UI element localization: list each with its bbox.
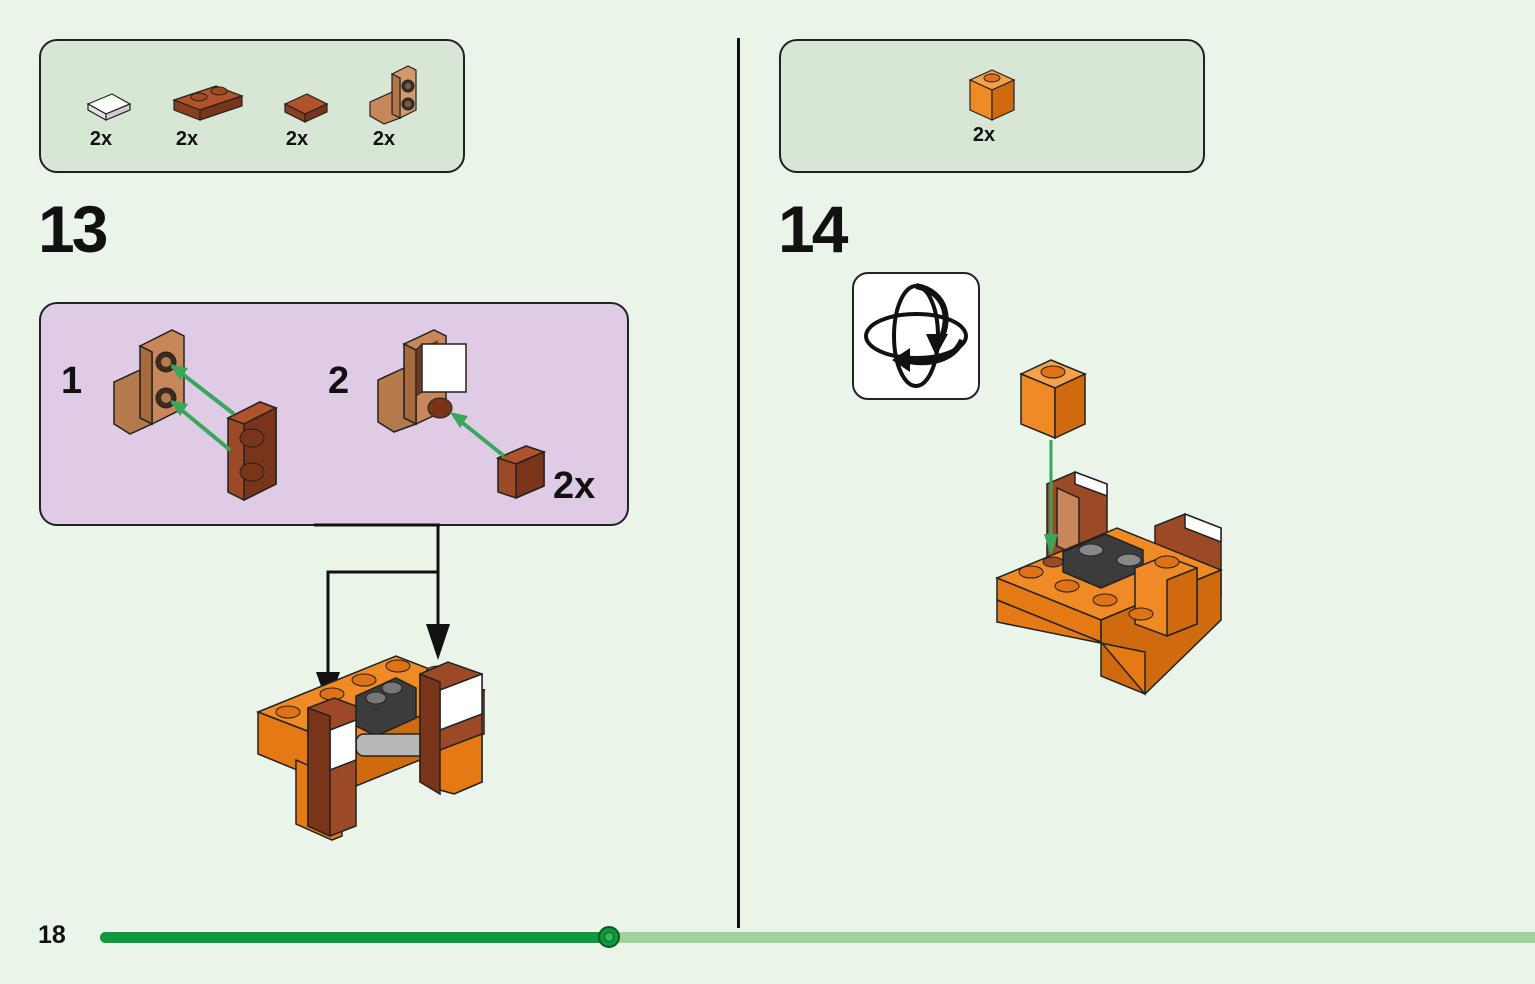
- step14-part1-qty: 2x: [972, 124, 996, 146]
- progress-track: [100, 932, 1535, 943]
- rotate-box: [852, 272, 980, 400]
- progress-fill: [100, 932, 609, 943]
- step13-number: 13: [38, 192, 108, 266]
- brown-plate-1x2-icon: [172, 85, 244, 121]
- rotate-model-icon: [864, 283, 968, 388]
- step13-assembly-illustration: [255, 655, 487, 841]
- step14-number: 14: [778, 192, 848, 266]
- page-divider: [737, 38, 740, 928]
- step14-assembly-illustration: [995, 359, 1223, 697]
- step13-part1-qty: 2x: [89, 128, 113, 150]
- white-tile-1x1-icon: [86, 93, 132, 122]
- substep2-illustration: [377, 329, 547, 500]
- step13-part3-qty: 2x: [285, 128, 309, 150]
- substep1-illustration: [113, 329, 278, 502]
- substep2-number: 2: [328, 360, 350, 402]
- step13-part4-qty: 2x: [372, 128, 396, 150]
- substep1-number: 1: [61, 360, 83, 402]
- bracket-1x2-icon: [369, 65, 417, 125]
- page-number: 18: [38, 921, 66, 949]
- substep2-multiplier: 2x: [553, 465, 596, 507]
- step13-part2-qty: 2x: [175, 128, 199, 150]
- orange-brick-1x1-icon: [968, 69, 1016, 121]
- brown-tile-1x1-icon: [283, 93, 329, 123]
- progress-marker: [598, 926, 620, 948]
